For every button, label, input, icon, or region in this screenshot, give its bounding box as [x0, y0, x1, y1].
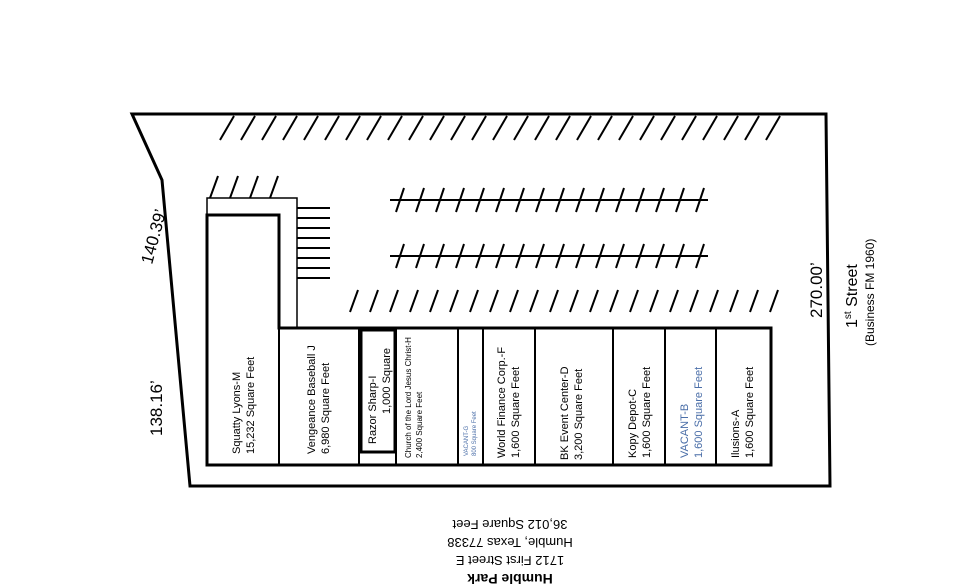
drive-lane [206, 197, 298, 328]
unit-name: BK Event Center-D [559, 366, 571, 460]
unit-name: Squatty Lyons-M [231, 372, 243, 454]
unit-name: Vengeance Baseball J [306, 345, 318, 454]
unit-labels: Squatty Lyons-M 15,232 Square Feet Venge… [231, 337, 756, 460]
parking-island-2 [390, 243, 708, 269]
unit-a-label: Ilusions-A 1,600 Square Feet [730, 367, 756, 458]
unit-j-label: Vengeance Baseball J 6,980 Square Feet [306, 345, 332, 454]
dimension-right: 270.00’ [807, 262, 826, 318]
unit-m-label: Squatty Lyons-M 15,232 Square Feet [231, 357, 257, 454]
unit-i-box [359, 328, 397, 454]
parking-island-1 [390, 187, 708, 213]
unit-area: 1,000 Square [381, 348, 393, 414]
parking-stripes [209, 115, 781, 313]
property-address-line2: Humble, Texas 77338 [447, 535, 573, 550]
street-name: 1st Street [843, 264, 861, 328]
property-title: Humble Park [467, 571, 553, 587]
unit-h-label: Church of the Lord Jesus Christ-H 2,400 … [404, 337, 424, 458]
property-address-line1: 1712 First Street E [455, 553, 564, 568]
unit-area: 1,600 Square Feet [693, 367, 705, 458]
unit-g-label: VACANT-G 800 Square Feet [464, 411, 478, 456]
unit-name: Kopy Depot-C [627, 389, 639, 458]
unit-name: VACANT-G [464, 425, 470, 456]
dimension-top-left: 140.39’ [138, 207, 171, 266]
unit-area: 2,400 Square Feet [415, 391, 424, 458]
unit-i-label: Razor Sharp-I 1,000 Square [367, 348, 393, 444]
unit-area: 1,600 Square Feet [510, 367, 522, 458]
parking-front-row [349, 289, 779, 313]
property-boundary [129, 112, 832, 488]
building-outline [205, 213, 773, 467]
unit-f-label: World Finance Corp.-F 1,600 Square Feet [496, 347, 522, 458]
street-subtitle: (Business FM 1960) [863, 239, 877, 346]
unit-area: 1,600 Square Feet [744, 367, 756, 458]
unit-area: 6,980 Square Feet [320, 363, 332, 454]
unit-name: World Finance Corp.-F [496, 347, 508, 458]
parking-left-column [297, 207, 330, 279]
unit-name: Church of the Lord Jesus Christ-H [404, 337, 413, 458]
unit-area: 800 Square Feet [472, 411, 478, 456]
dimension-bottom-left: 138.16’ [147, 380, 166, 436]
unit-d-label: BK Event Center-D 3,200 Square Feet [559, 366, 585, 460]
property-info: 36,012 Square Feet Humble, Texas 77338 1… [447, 517, 573, 587]
unit-name: Ilusions-A [730, 409, 742, 458]
parking-top-row [219, 115, 781, 141]
unit-b-label: VACANT-B 1,600 Square Feet [679, 367, 705, 458]
parking-left-corner [209, 175, 279, 199]
unit-area: 15,232 Square Feet [245, 357, 257, 454]
unit-name: VACANT-B [679, 404, 691, 458]
unit-c-label: Kopy Depot-C 1,600 Square Feet [627, 367, 653, 458]
property-total-area: 36,012 Square Feet [452, 517, 567, 532]
unit-area: 1,600 Square Feet [641, 367, 653, 458]
unit-name: Razor Sharp-I [367, 376, 379, 444]
unit-area: 3,200 Square Feet [573, 369, 585, 460]
